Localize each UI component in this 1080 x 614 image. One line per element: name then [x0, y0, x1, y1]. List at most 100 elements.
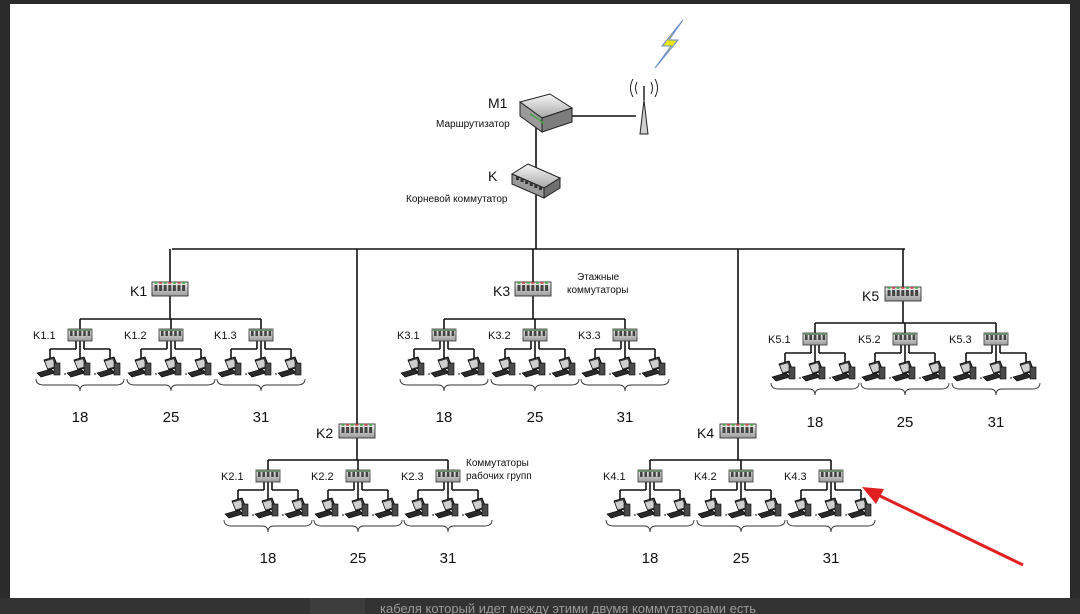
computer-icon[interactable] — [400, 356, 425, 378]
computer-icon[interactable] — [460, 356, 485, 378]
floor-switch-label: K3 — [493, 283, 510, 299]
computer-icon[interactable] — [787, 497, 812, 519]
floor-switch-k4[interactable] — [719, 423, 757, 439]
computer-icon[interactable] — [636, 497, 661, 519]
computer-icon[interactable] — [374, 497, 399, 519]
computer-icon[interactable] — [284, 497, 309, 519]
group-pc-count: 18 — [72, 409, 89, 426]
computer-icon[interactable] — [581, 356, 606, 378]
workgroup-switch-label: K1.3 — [214, 330, 237, 342]
floor-switches-caption: коммутаторы — [567, 285, 629, 296]
workgroup-switch-k3-2[interactable] — [522, 328, 548, 342]
computer-icon[interactable] — [921, 360, 946, 382]
computer-icon[interactable] — [697, 497, 722, 519]
group-pc-count: 18 — [436, 409, 453, 426]
computer-icon[interactable] — [551, 356, 576, 378]
computer-icon[interactable] — [831, 360, 856, 382]
workgroup-switch-k3-3[interactable] — [612, 328, 638, 342]
computer-icon[interactable] — [314, 497, 339, 519]
computer-icon[interactable] — [430, 356, 455, 378]
floor-switch-label: K2 — [316, 425, 333, 441]
group-brace — [313, 519, 403, 533]
computer-icon[interactable] — [36, 356, 61, 378]
computer-icon[interactable] — [157, 356, 182, 378]
lightning-icon — [654, 19, 684, 69]
computer-icon[interactable] — [491, 356, 516, 378]
computer-icon[interactable] — [641, 356, 666, 378]
floor-switch-k5[interactable] — [884, 286, 922, 302]
workgroup-switch-label: K4.2 — [694, 471, 717, 483]
root-switch-label: Корневой коммутатор — [406, 194, 508, 205]
computer-icon[interactable] — [666, 497, 691, 519]
group-brace — [951, 382, 1041, 396]
computer-icon[interactable] — [847, 497, 872, 519]
group-pc-count: 31 — [617, 409, 634, 426]
workgroup-switch-k5-1[interactable] — [802, 332, 828, 346]
group-pc-count: 25 — [897, 414, 914, 431]
workgroup-switch-k4-2[interactable] — [728, 469, 754, 483]
network-diagram: K1K1.118K1.225K1.331K2K2.118K2.225K2.331… — [33, 19, 1041, 567]
workgroup-switch-k5-2[interactable] — [892, 332, 918, 346]
computer-icon[interactable] — [606, 497, 631, 519]
workgroup-switch-k1-2[interactable] — [158, 328, 184, 342]
group-brace — [35, 378, 125, 392]
group-brace — [399, 378, 489, 392]
group-pc-count: 18 — [260, 550, 277, 567]
computer-icon[interactable] — [404, 497, 429, 519]
computer-icon[interactable] — [247, 356, 272, 378]
computer-icon[interactable] — [224, 497, 249, 519]
group-pc-count: 31 — [253, 409, 270, 426]
computer-icon[interactable] — [344, 497, 369, 519]
computer-icon[interactable] — [611, 356, 636, 378]
workgroup-switch-label: K2.3 — [401, 471, 424, 483]
computer-icon[interactable] — [861, 360, 886, 382]
floor-switch-k3[interactable] — [514, 281, 552, 297]
workgroup-switch-label: K5.3 — [949, 334, 972, 346]
computer-icon[interactable] — [66, 356, 91, 378]
computer-icon[interactable] — [277, 356, 302, 378]
group-brace — [490, 378, 580, 392]
computer-icon[interactable] — [217, 356, 242, 378]
root-switch-icon[interactable] — [510, 163, 562, 199]
antenna-icon[interactable] — [630, 78, 658, 135]
group-brace — [403, 519, 493, 533]
computer-icon[interactable] — [757, 497, 782, 519]
workgroup-switch-label: K1.1 — [33, 330, 56, 342]
computer-icon[interactable] — [801, 360, 826, 382]
router-id-label: M1 — [488, 95, 508, 111]
group-pc-count: 25 — [163, 409, 180, 426]
computer-icon[interactable] — [96, 356, 121, 378]
workgroup-switch-k4-1[interactable] — [637, 469, 663, 483]
computer-icon[interactable] — [771, 360, 796, 382]
group-pc-count: 31 — [440, 550, 457, 567]
workgroup-switch-label: K3.2 — [488, 330, 511, 342]
computer-icon[interactable] — [464, 497, 489, 519]
computer-icon[interactable] — [127, 356, 152, 378]
floor-switch-k1[interactable] — [151, 281, 189, 297]
workgroup-switch-label: K5.2 — [858, 334, 881, 346]
workgroup-switch-k5-3[interactable] — [983, 332, 1009, 346]
router-icon[interactable] — [518, 93, 574, 133]
computer-icon[interactable] — [254, 497, 279, 519]
computer-icon[interactable] — [817, 497, 842, 519]
computer-icon[interactable] — [1012, 360, 1037, 382]
computer-icon[interactable] — [982, 360, 1007, 382]
floor-switch-k2[interactable] — [338, 423, 376, 439]
workgroup-switch-k2-1[interactable] — [255, 469, 281, 483]
computer-icon[interactable] — [434, 497, 459, 519]
computer-icon[interactable] — [952, 360, 977, 382]
workgroup-switch-k2-3[interactable] — [435, 469, 461, 483]
computer-icon[interactable] — [891, 360, 916, 382]
bottom-bar-block — [310, 598, 365, 614]
workgroup-switch-k3-1[interactable] — [431, 328, 457, 342]
group-pc-count: 31 — [823, 550, 840, 567]
computer-icon[interactable] — [187, 356, 212, 378]
computer-icon[interactable] — [727, 497, 752, 519]
group-brace — [770, 382, 860, 396]
workgroup-switch-k4-3[interactable] — [818, 469, 844, 483]
workgroup-switch-k2-2[interactable] — [345, 469, 371, 483]
computer-icon[interactable] — [521, 356, 546, 378]
group-brace — [216, 378, 306, 392]
workgroup-switch-k1-1[interactable] — [67, 328, 93, 342]
workgroup-switch-k1-3[interactable] — [248, 328, 274, 342]
